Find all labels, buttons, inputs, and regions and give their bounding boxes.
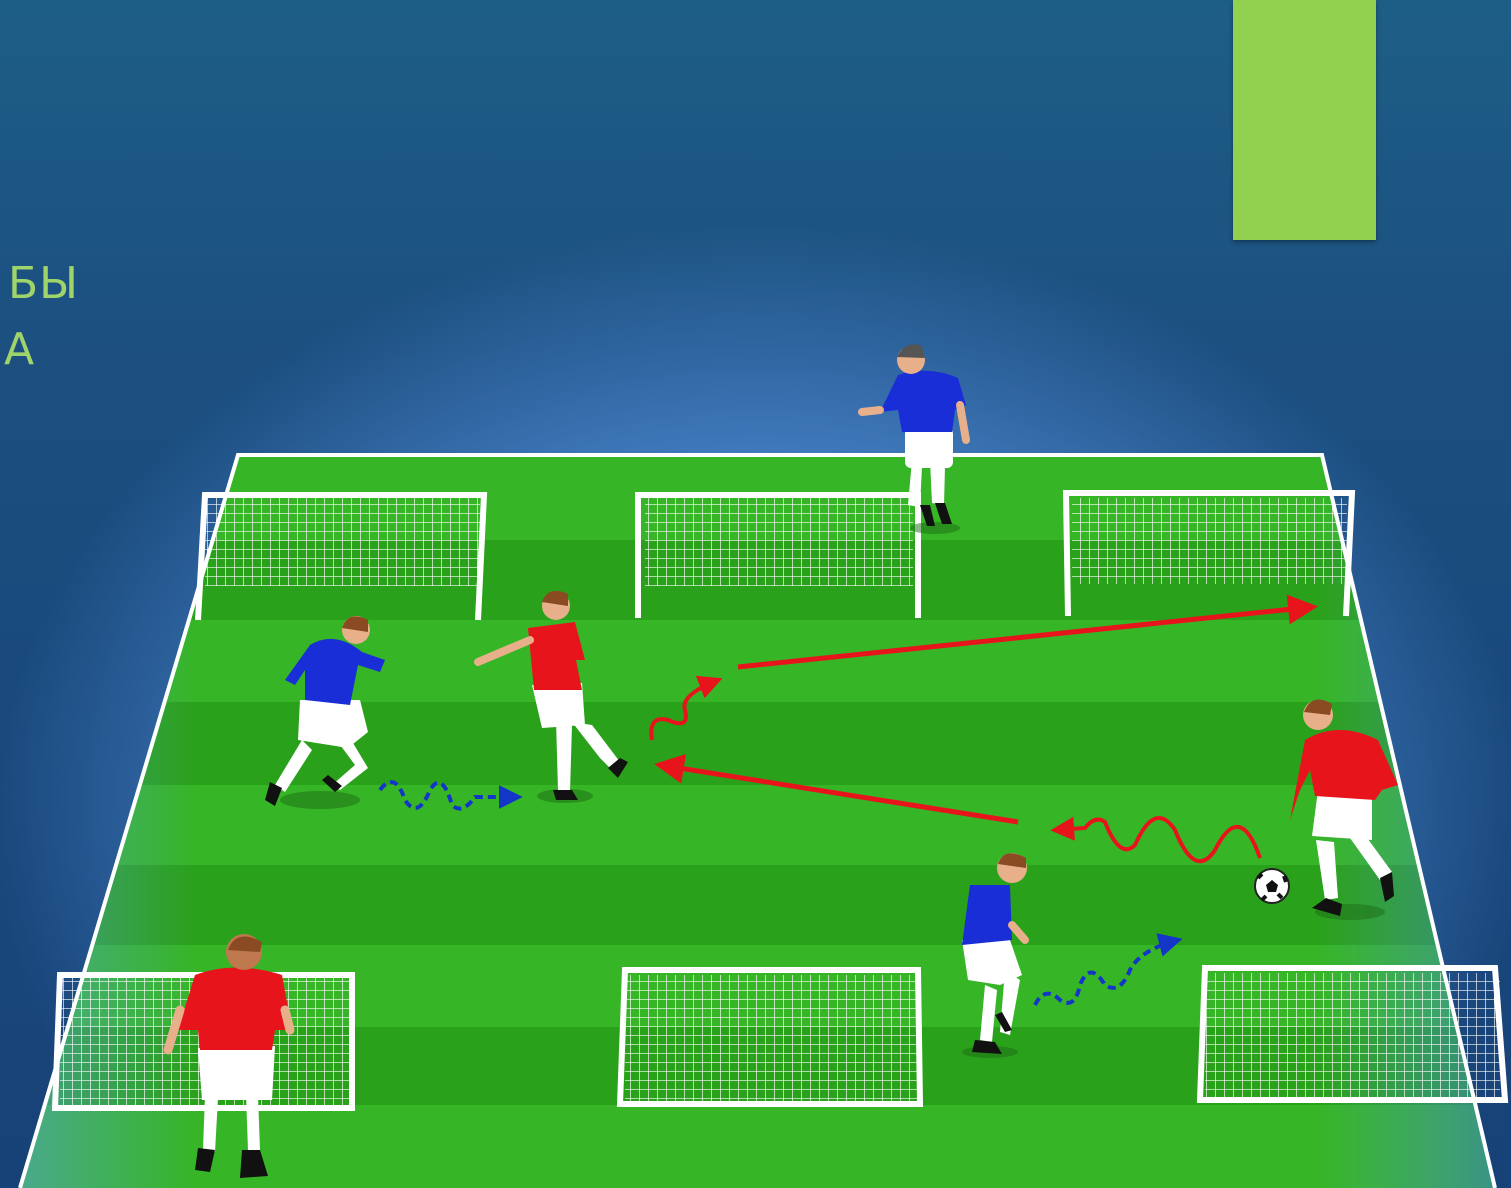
soccer-ball bbox=[1255, 869, 1289, 903]
goal-bottom-center bbox=[620, 970, 920, 1104]
goal-bottom-right bbox=[1200, 968, 1505, 1101]
